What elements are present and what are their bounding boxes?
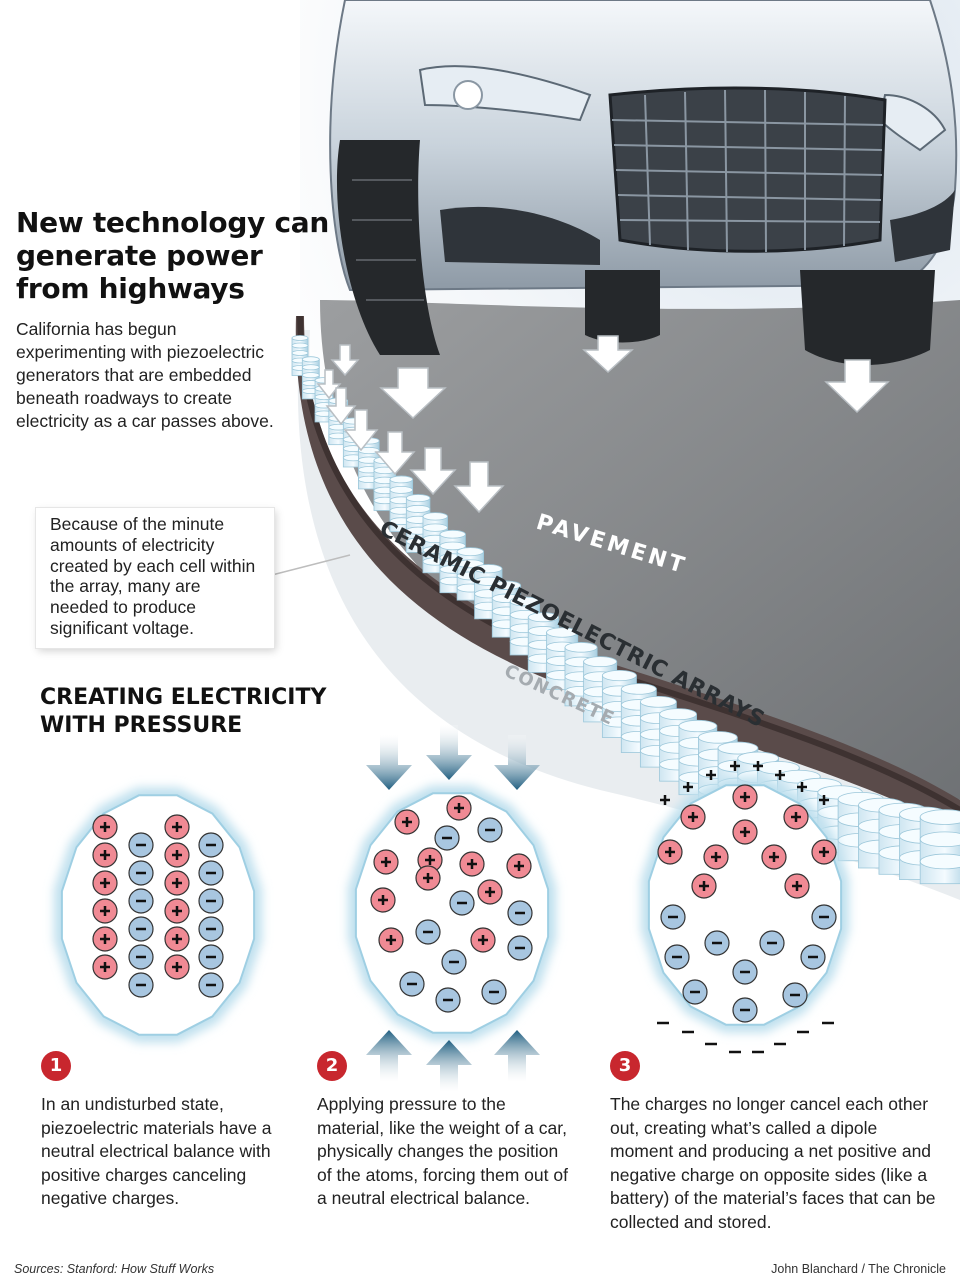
step-2-text: Applying pressure to the material, like … [317,1094,568,1208]
positive-charge-icon [394,809,420,835]
positive-charge-icon [703,844,729,870]
piezo-cell [301,356,320,368]
negative-charge-icon [128,972,154,998]
negative-charge-icon [435,987,461,1013]
step-3-badge: 3 [610,1051,640,1081]
negative-charge-icon [682,979,708,1005]
diagram2-pressure-arrows [366,725,540,1092]
positive-charge-icon [784,873,810,899]
positive-charge-icon [459,851,485,877]
road-surface [320,300,960,800]
pavement-band [295,316,960,830]
positive-charge-icon [92,954,118,980]
negative-charge-icon [507,935,533,961]
positive-charge-icon [732,784,758,810]
positive-charge-icon [477,879,503,905]
step-2-badge: 2 [317,1051,347,1081]
road-pressure-arrows [316,335,890,514]
positive-charge-icon [732,819,758,845]
positive-charge-icon [92,926,118,952]
car-illustration [329,0,958,365]
positive-charge-icon [164,842,190,868]
positive-charge-icon [811,839,837,865]
negative-charge-icon [128,916,154,942]
step-1-text: In an undisturbed state, piezoelectric m… [41,1094,272,1208]
page-title: New technology can generate power from h… [16,206,330,305]
diagram-2-pressure [348,785,556,1041]
negative-charge-icon [782,982,808,1008]
positive-charge-icon [92,870,118,896]
piezo-cell [301,364,320,376]
positive-charge-icon [164,870,190,896]
piezo-cell [291,335,309,346]
step-3-text: The charges no longer cancel each other … [610,1094,936,1232]
piezo-cell [405,494,431,510]
positive-charge-icon [92,814,118,840]
negative-charge-icon [198,944,224,970]
negative-charge-icon [507,900,533,926]
positive-charge-icon [164,926,190,952]
negative-charge-icon [664,944,690,970]
diagram-1-neutral [54,787,262,1043]
piezo-cell [422,512,448,529]
positive-charge-icon [164,814,190,840]
negative-charge-icon [811,904,837,930]
negative-charge-icon [481,979,507,1005]
negative-charge-icon [441,949,467,975]
array-callout: Because of the minute amounts of electri… [36,508,274,648]
intro-paragraph: California has begun experimenting with … [16,319,274,431]
positive-charge-icon [506,853,532,879]
piezo-cell [291,342,309,354]
sources-note: Sources: Stanford: How Stuff Works [14,1262,215,1276]
positive-charge-icon [470,927,496,953]
negative-charge-icon [704,930,730,956]
negative-charge-icon [800,944,826,970]
negative-charge-icon [434,825,460,851]
positive-charge-icon [92,842,118,868]
negative-charge-icon [198,888,224,914]
positive-charge-icon [691,873,717,899]
positive-charge-icon [657,839,683,865]
negative-charge-icon [198,972,224,998]
positive-charge-icon [373,849,399,875]
negative-charge-icon [732,959,758,985]
surface-charges [657,761,834,1054]
positive-charge-icon [680,804,706,830]
positive-charge-icon [446,795,472,821]
positive-charge-icon [415,865,441,891]
negative-charge-icon [732,997,758,1023]
negative-charge-icon [128,860,154,886]
positive-charge-icon [92,898,118,924]
piezo-cell [358,446,380,461]
credit-line: John Blanchard / The Chronicle [771,1262,946,1276]
negative-charge-icon [415,919,441,945]
negative-charge-icon [198,832,224,858]
section-title: CREATING ELECTRICITY WITH PRESSURE [40,685,327,738]
negative-charge-icon [399,971,425,997]
negative-charge-icon [128,888,154,914]
negative-charge-icon [759,930,785,956]
positive-charge-icon [783,804,809,830]
negative-charge-icon [128,944,154,970]
negative-charge-icon [477,817,503,843]
negative-charge-icon [660,904,686,930]
positive-charge-icon [370,887,396,913]
positive-charge-icon [164,898,190,924]
negative-charge-icon [198,860,224,886]
diagram-3-dipole [641,777,849,1033]
negative-charge-icon [198,916,224,942]
negative-charge-icon [449,890,475,916]
positive-charge-icon [378,927,404,953]
piezo-cell [919,853,960,885]
positive-charge-icon [761,844,787,870]
step-1-badge: 1 [41,1051,71,1081]
positive-charge-icon [417,847,443,873]
positive-charge-icon [164,954,190,980]
negative-charge-icon [128,832,154,858]
